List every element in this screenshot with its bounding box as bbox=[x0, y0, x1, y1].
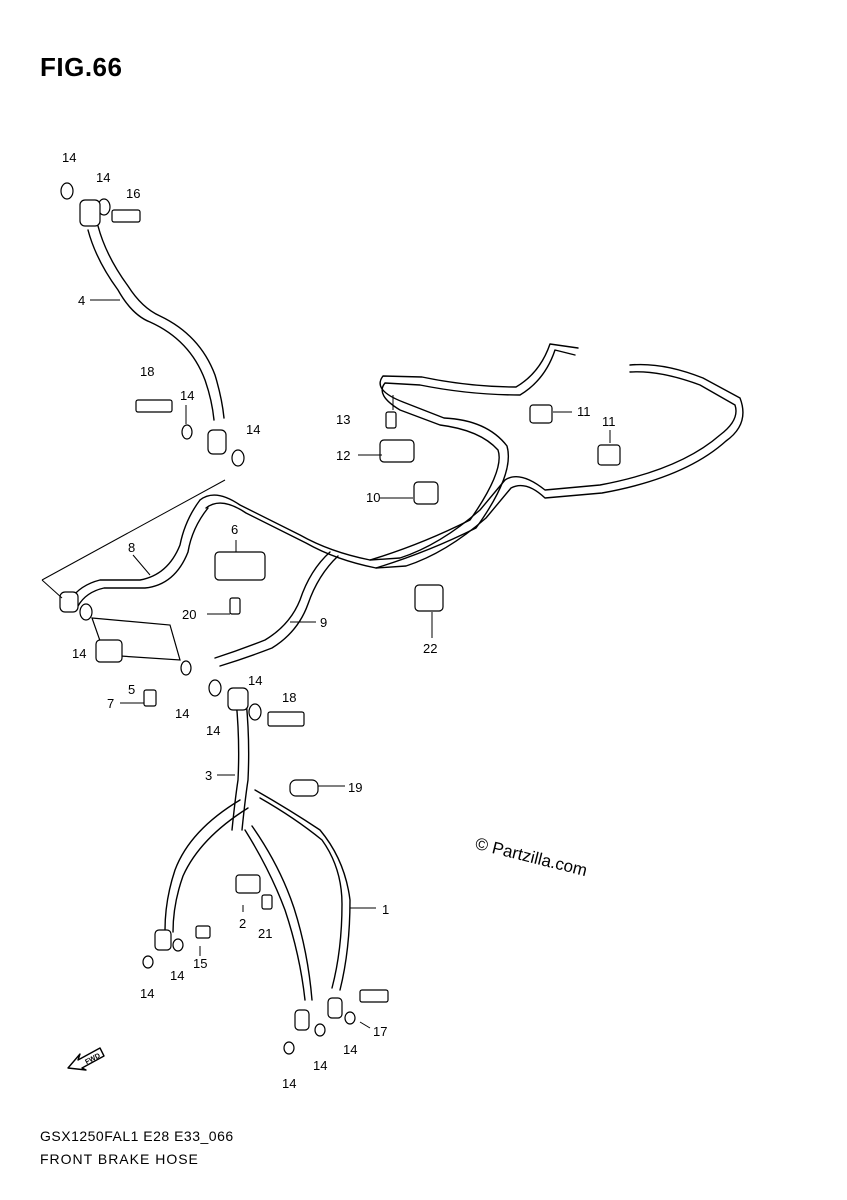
joint-5 bbox=[91, 617, 181, 663]
fitting-parts bbox=[59, 199, 343, 1031]
callout-5: 5 bbox=[128, 682, 135, 697]
callout-14: 14 bbox=[206, 723, 220, 738]
callout-14: 14 bbox=[62, 150, 76, 165]
callout-20: 20 bbox=[182, 607, 196, 622]
diagram-code: GSX1250FAL1 E28 E33_066 bbox=[40, 1128, 234, 1144]
callout-19: 19 bbox=[348, 780, 362, 795]
hose-9 bbox=[214, 551, 339, 667]
callout-10: 10 bbox=[366, 490, 380, 505]
hose-4 bbox=[87, 225, 225, 421]
leader-lines bbox=[90, 299, 611, 1029]
callout-11: 11 bbox=[577, 404, 591, 419]
callout-7: 7 bbox=[107, 696, 114, 711]
callout-14: 14 bbox=[180, 388, 194, 403]
clamp-parts bbox=[214, 404, 621, 894]
callout-9: 9 bbox=[320, 615, 327, 630]
callout-11: 11 bbox=[602, 414, 616, 429]
callout-14: 14 bbox=[170, 968, 184, 983]
bolt-parts bbox=[111, 209, 397, 1003]
hose-8 bbox=[69, 499, 209, 607]
callout-14: 14 bbox=[343, 1042, 357, 1057]
callout-16: 16 bbox=[126, 186, 140, 201]
callout-13: 13 bbox=[336, 412, 350, 427]
callout-2: 2 bbox=[239, 916, 246, 931]
diagram-name: FRONT BRAKE HOSE bbox=[40, 1151, 199, 1167]
figure-title: FIG.66 bbox=[40, 52, 123, 82]
callout-12: 12 bbox=[336, 448, 350, 463]
callout-14: 14 bbox=[72, 646, 86, 661]
callout-1: 1 bbox=[382, 902, 389, 917]
fwd-arrow-icon: FWD bbox=[66, 1040, 106, 1079]
callout-4: 4 bbox=[78, 293, 85, 308]
callout-14: 14 bbox=[246, 422, 260, 437]
callout-8: 8 bbox=[128, 540, 135, 555]
callout-18: 18 bbox=[282, 690, 296, 705]
hose-1 bbox=[164, 789, 351, 1001]
callout-15: 15 bbox=[193, 956, 207, 971]
callout-3: 3 bbox=[205, 768, 212, 783]
callout-17: 17 bbox=[373, 1024, 387, 1039]
callout-18: 18 bbox=[140, 364, 154, 379]
washer-parts bbox=[60, 182, 356, 1055]
callout-14: 14 bbox=[313, 1058, 327, 1073]
callout-14: 14 bbox=[140, 986, 154, 1001]
pipe-main bbox=[199, 343, 744, 569]
callout-6: 6 bbox=[231, 522, 238, 537]
callout-14: 14 bbox=[175, 706, 189, 721]
callout-21: 21 bbox=[258, 926, 272, 941]
callout-14: 14 bbox=[282, 1076, 296, 1091]
hose-3 bbox=[231, 699, 250, 831]
callout-14: 14 bbox=[96, 170, 110, 185]
callout-22: 22 bbox=[423, 641, 437, 656]
callout-14: 14 bbox=[248, 673, 262, 688]
callouts: 14 14 16 4 18 14 14 13 11 11 12 10 6 8 2… bbox=[62, 150, 616, 1091]
guide-lines bbox=[41, 479, 226, 599]
